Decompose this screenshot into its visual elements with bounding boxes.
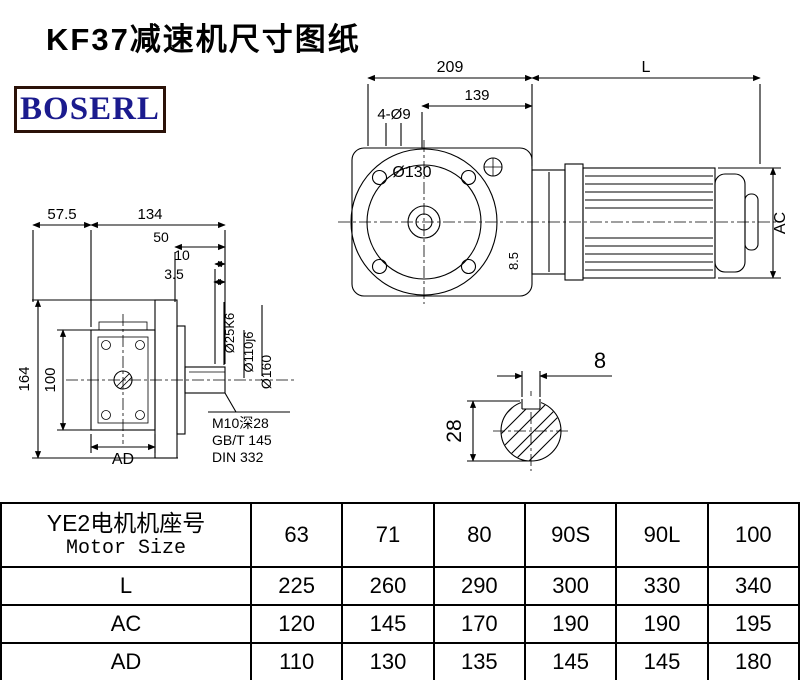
row-label: AD	[0, 642, 252, 680]
key-height-label: 28	[443, 419, 466, 442]
motor-dimension-table: YE2电机机座号 Motor Size 63 71 80 90S 90L 100…	[0, 502, 800, 680]
table-cell: 190	[615, 604, 709, 644]
extension-lines	[32, 230, 290, 459]
bolt-hole	[371, 258, 388, 275]
table-cell: 145	[615, 642, 709, 680]
dim-209-label: 209	[437, 59, 464, 76]
table-row-L: L 225 260 290 300 330 340	[0, 566, 800, 606]
motor-size-header-en: Motor Size	[65, 537, 187, 561]
dim-50-label: 50	[153, 229, 169, 245]
table-cell: 120	[249, 604, 344, 644]
table-cell: 135	[432, 642, 526, 680]
dim-134-label: 134	[137, 206, 162, 223]
motor-size-header-cn: YE2电机机座号	[46, 509, 206, 536]
table-cell: 130	[341, 642, 435, 680]
table-cell: 290	[432, 566, 526, 606]
col-header-80: 80	[432, 502, 526, 568]
col-header-63: 63	[249, 502, 344, 568]
col-header-100: 100	[706, 502, 800, 568]
dim-AC-label: AC	[772, 212, 789, 234]
technical-drawing: 209 L 139 4-Ø9 Ø130 8.5 AC	[16, 59, 789, 471]
table-cell: 145	[341, 604, 435, 644]
table-cell: 260	[341, 566, 435, 606]
col-header-90L: 90L	[615, 502, 709, 568]
table-cell: 145	[523, 642, 618, 680]
table-row-AD: AD 110 130 135 145 145 180	[0, 642, 800, 680]
key-width-label: 8	[594, 348, 606, 373]
table-cell: 180	[706, 642, 800, 680]
dim-3-5-label: 3.5	[164, 266, 184, 282]
extension-lines	[367, 84, 781, 279]
dim-100-label: 100	[42, 367, 59, 392]
motor-end-boss	[744, 193, 759, 251]
row-label: L	[0, 566, 252, 606]
flange-dia-label: Ø160	[258, 355, 274, 389]
table-row-AC: AC 120 145 170 190 190 195	[0, 604, 800, 644]
din-standard-note: DIN 332	[212, 449, 264, 465]
shaft-section-view: 8 28	[443, 348, 612, 471]
bolt-hole	[371, 169, 388, 186]
dim-164-label: 164	[16, 366, 33, 391]
table-cell: 340	[706, 566, 800, 606]
table-cell: 110	[249, 642, 344, 680]
table-cell: 330	[615, 566, 709, 606]
table-cell: 225	[249, 566, 344, 606]
dim-10-label: 10	[174, 247, 190, 263]
col-header-90S: 90S	[523, 502, 618, 568]
dim-L-label: L	[642, 59, 651, 76]
table-cell: 190	[523, 604, 618, 644]
motor-size-header: YE2电机机座号 Motor Size	[0, 502, 252, 568]
motor-endcap	[714, 173, 746, 273]
dim-57-5-label: 57.5	[47, 206, 76, 223]
extension-lines	[467, 371, 541, 462]
boserl-logo: BOSERL	[14, 86, 166, 133]
boserl-logo-text: BOSERL	[20, 91, 160, 127]
table-header-row: YE2电机机座号 Motor Size 63 71 80 90S 90L 100	[0, 502, 800, 568]
output-flange	[154, 299, 178, 459]
bolt-hole	[460, 258, 477, 275]
row-label: AC	[0, 604, 252, 644]
spigot-dia-label: Ø110j6	[241, 332, 256, 373]
bolt-hole	[460, 169, 477, 186]
table-cell: 170	[432, 604, 526, 644]
front-view: 209 L 139 4-Ø9 Ø130 8.5 AC	[338, 59, 789, 304]
gb-standard-note: GB/T 145	[212, 432, 272, 448]
dim-139-label: 139	[464, 87, 489, 104]
table-cell: 300	[523, 566, 618, 606]
keyway-cutout	[521, 396, 541, 409]
col-header-71: 71	[341, 502, 435, 568]
holes-label: 4-Ø9	[377, 106, 410, 123]
output-shaft	[184, 366, 226, 394]
tap-note: M10深28	[212, 415, 269, 431]
bolt-circle-label: Ø130	[392, 164, 431, 181]
table-cell: 195	[706, 604, 800, 644]
side-view: 57.5 134 50 10 3.5 164 100 AD Ø25K6 Ø110…	[16, 206, 295, 468]
dim-AD-label: AD	[112, 451, 134, 468]
dim-8-5-label: 8.5	[506, 252, 521, 270]
motor-fins	[585, 175, 713, 271]
page-title: KF37减速机尺寸图纸	[46, 22, 361, 57]
shaft-dia-label: Ø25K6	[222, 313, 237, 353]
